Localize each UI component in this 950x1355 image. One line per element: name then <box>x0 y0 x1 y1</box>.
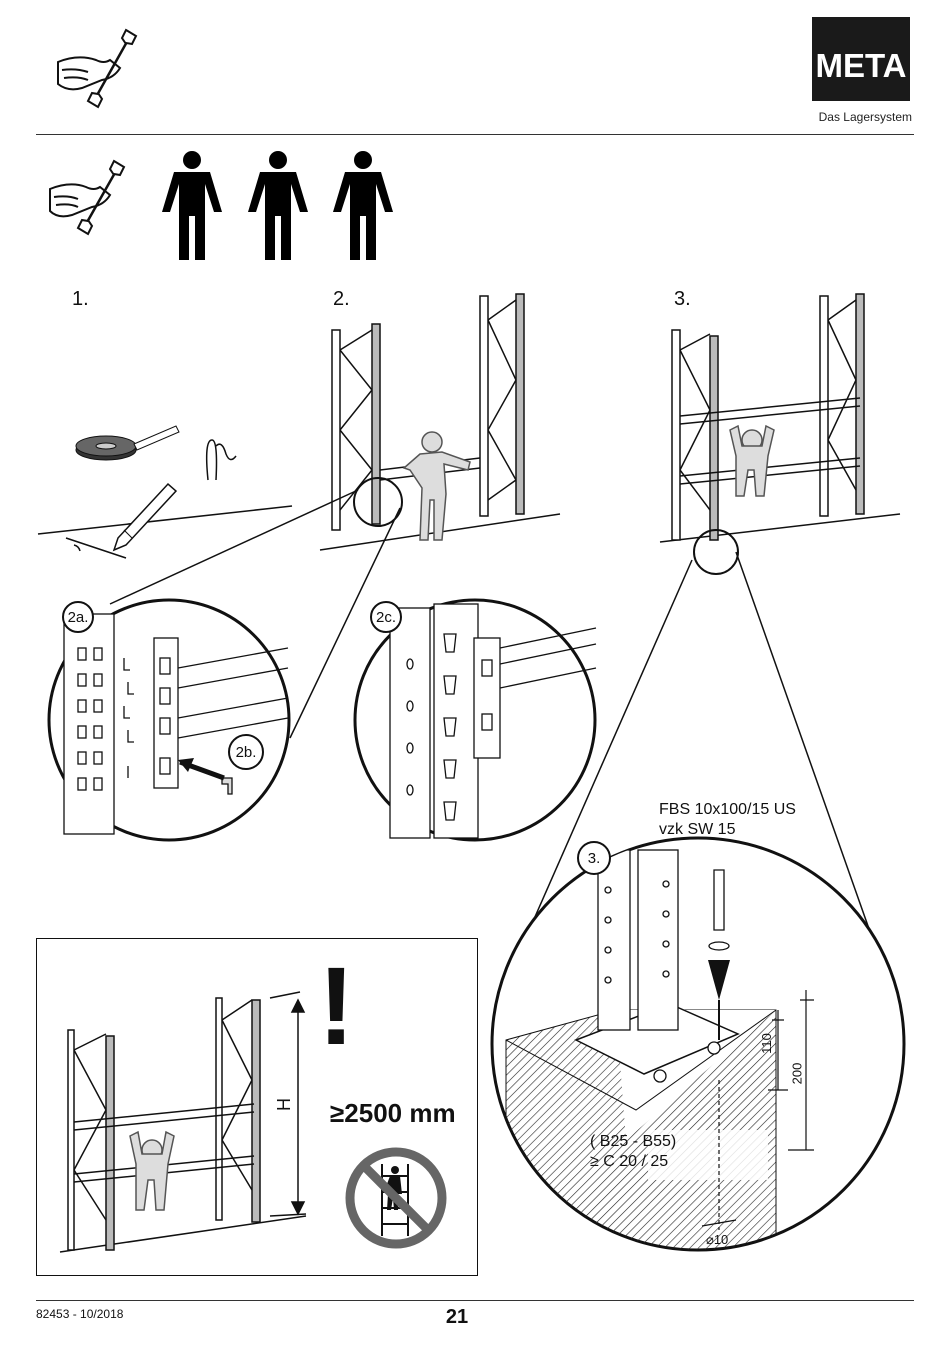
wrench-hand-icon-header <box>57 28 138 109</box>
warning-min-height: ≥2500 mm <box>330 1098 456 1128</box>
anchor-spec-line2: vzk SW 15 <box>659 821 736 838</box>
concrete-spec-line1: ( B25 - B55) <box>590 1133 677 1150</box>
page-number: 21 <box>445 1306 469 1328</box>
tape-measure-icon <box>75 425 180 461</box>
step-3-label: 3. <box>674 288 691 310</box>
anchor-spec: FBS 10x100/15 US vzk SW 15 <box>659 800 796 840</box>
detail-2c-circle <box>353 598 597 842</box>
anchor-spec-line1: FBS 10x100/15 US <box>659 801 796 818</box>
person-icon <box>333 151 393 260</box>
concrete-spec-line2: ≥ C 20 / 25 <box>590 1153 669 1170</box>
no-climbing-icon <box>345 1147 447 1249</box>
step-1-illustration <box>37 425 293 559</box>
person-icon <box>248 151 308 260</box>
detail-2a-badge: 2a. <box>62 601 94 633</box>
diameter-label: ⌀10 <box>706 1232 729 1247</box>
warning-exclamation: ! <box>318 945 355 1068</box>
warning-rack-illustration <box>59 991 307 1253</box>
wrench-hand-icon <box>49 159 126 236</box>
detail-2c-badge: 2c. <box>370 601 402 633</box>
step-3-illustration <box>659 293 901 575</box>
height-label: H <box>274 1098 294 1111</box>
dim-200-label: 200 <box>789 1062 805 1085</box>
brand-tagline: Das Lagersystem <box>818 110 912 124</box>
step-2-illustration <box>319 293 561 551</box>
logo-text: META <box>815 47 907 84</box>
person-figure <box>129 1130 175 1211</box>
step-2-label: 2. <box>333 288 350 310</box>
meta-logo: META <box>812 17 910 101</box>
pencil-icon <box>112 482 178 552</box>
document-code: 82453 - 10/2018 <box>36 1307 124 1321</box>
footer-divider <box>36 1300 914 1301</box>
dim-110-label: 110 <box>758 1033 774 1054</box>
detail-3-circle <box>490 836 906 1252</box>
concrete-spec: ( B25 - B55) ≥ C 20 / 25 <box>590 1132 676 1172</box>
detail-2b-badge: 2b. <box>228 734 264 770</box>
header-divider <box>36 134 914 135</box>
person-icon <box>162 151 222 260</box>
warning-box <box>36 938 478 1276</box>
person-figure <box>402 431 471 541</box>
step-1-label: 1. <box>72 288 89 310</box>
detail-2a-circle <box>47 598 291 842</box>
detail-3-badge: 3. <box>577 841 611 875</box>
person-figure <box>729 424 775 497</box>
